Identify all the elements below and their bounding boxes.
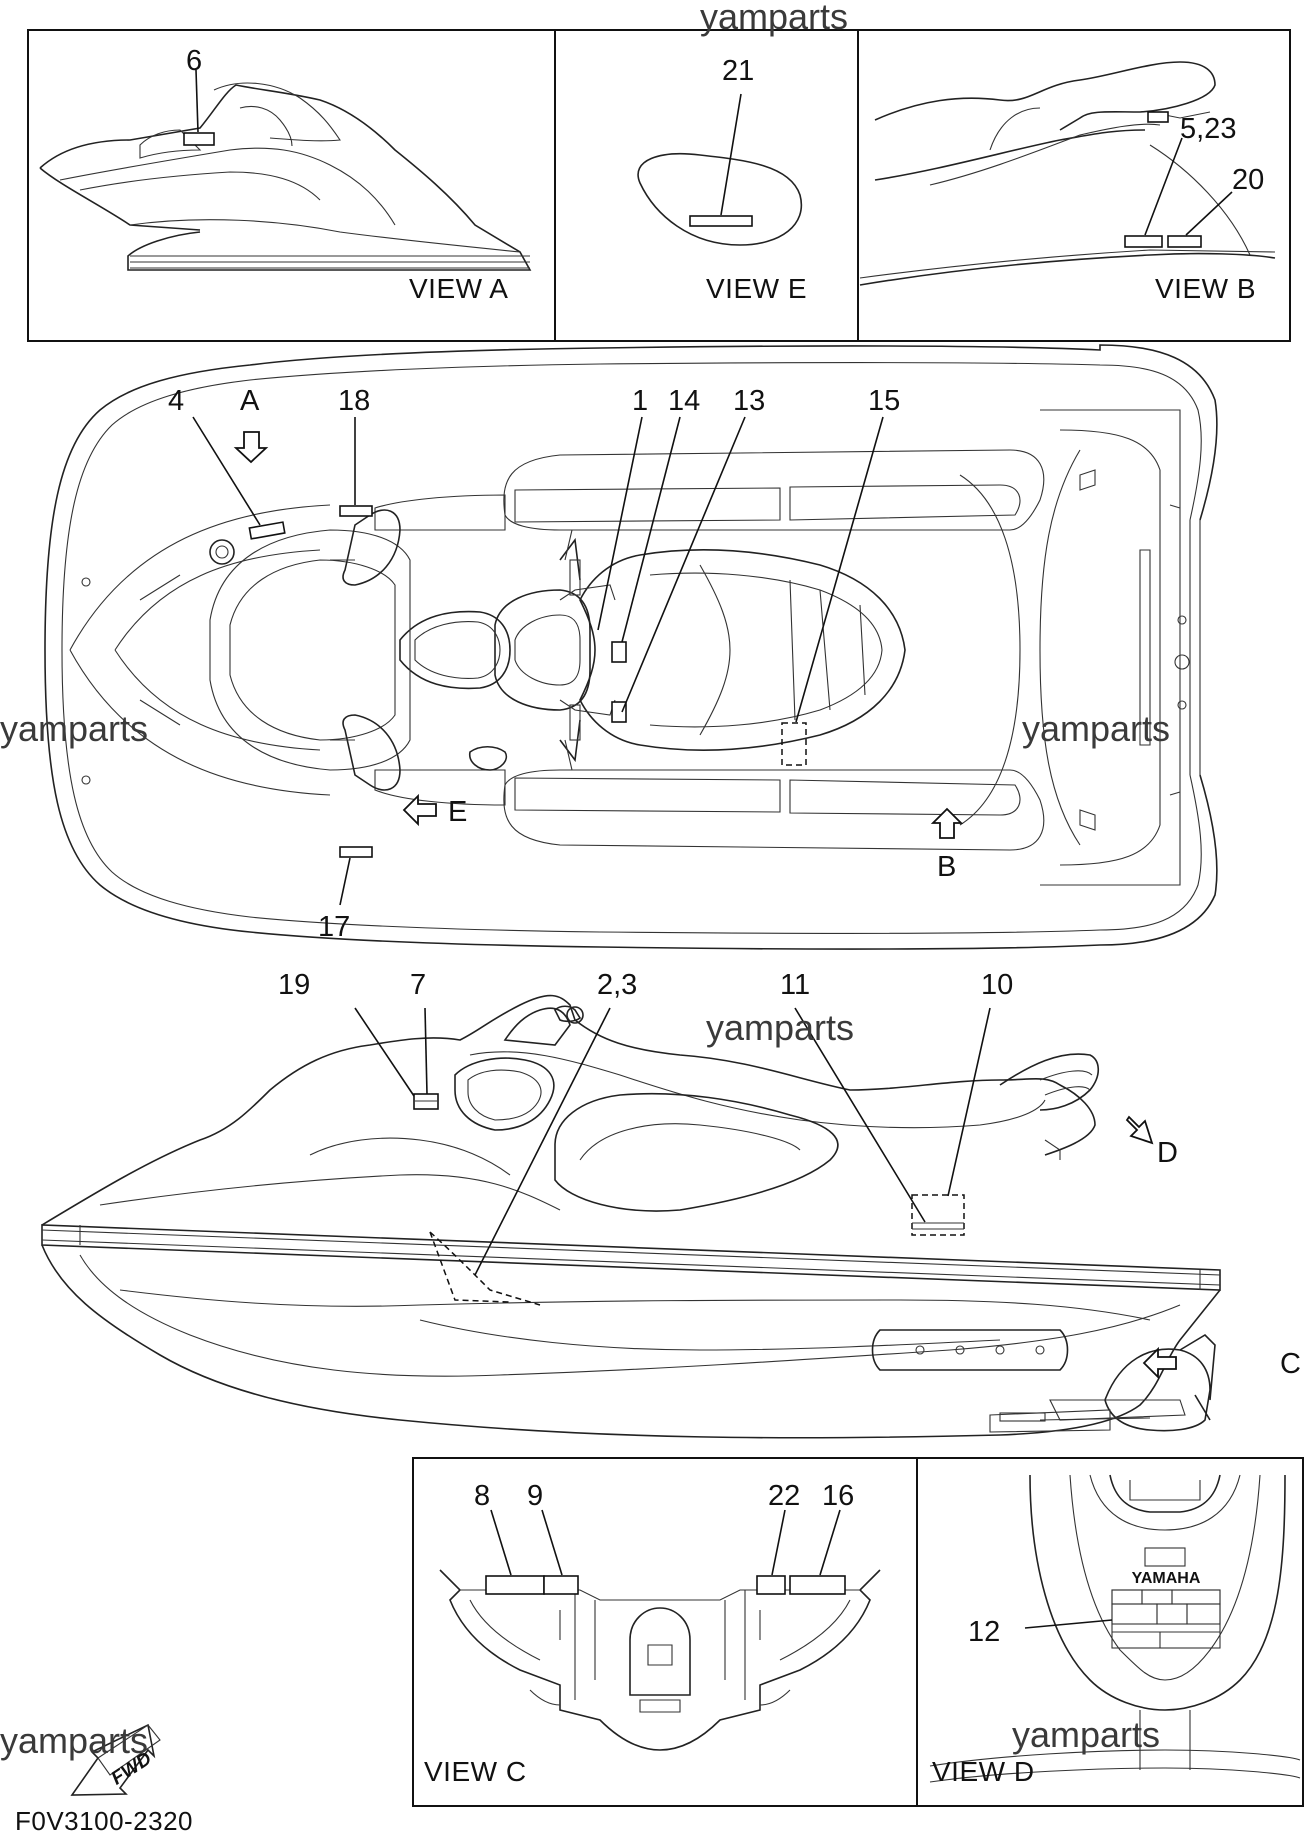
callout-11: 11 — [780, 969, 810, 1001]
watermark: yamparts — [1022, 708, 1170, 749]
view-c-drawing — [439, 1509, 881, 1751]
callout-12: 12 — [968, 1616, 1000, 1648]
view-e-label: VIEW E — [706, 273, 807, 304]
view-b-label: VIEW B — [1155, 273, 1256, 304]
callout-8: 8 — [474, 1480, 490, 1512]
callout-22: 22 — [768, 1480, 800, 1512]
watermark: yamparts — [0, 1720, 148, 1761]
top-views-frame — [27, 29, 1291, 342]
bottom-views-frame — [412, 1457, 1304, 1807]
arrow-letter-b: B — [937, 851, 956, 883]
plan-view-drawing — [44, 344, 1218, 950]
watermark: yamparts — [0, 708, 148, 749]
callout-21: 21 — [722, 55, 754, 87]
view-d-label: VIEW D — [932, 1756, 1035, 1787]
figure-code: F0V3100-2320 — [15, 1806, 193, 1836]
callout-19: 19 — [278, 969, 310, 1001]
view-e-drawing — [637, 93, 803, 246]
arrow-letter-c: C — [1280, 1348, 1301, 1380]
fwd-arrow-icon — [70, 1723, 161, 1796]
watermark: yamparts — [1012, 1714, 1160, 1755]
view-b-drawing — [859, 61, 1276, 286]
watermark: yamparts — [700, 0, 848, 37]
callout-15: 15 — [868, 385, 900, 417]
callout-4: 4 — [168, 385, 184, 417]
watermark: yamparts — [706, 1007, 854, 1048]
callout-16: 16 — [822, 1480, 854, 1512]
callout-20: 20 — [1232, 164, 1264, 196]
view-a-drawing — [39, 69, 532, 271]
callout-13: 13 — [733, 385, 765, 417]
callout-17: 17 — [318, 911, 350, 943]
callout-14: 14 — [668, 385, 700, 417]
arrow-letter-a: A — [240, 385, 260, 417]
arrow-letter-d: D — [1157, 1137, 1178, 1169]
view-c-label: VIEW C — [424, 1756, 527, 1787]
callout-6: 6 — [186, 45, 202, 77]
callout-7: 7 — [410, 969, 426, 1001]
callout-18: 18 — [338, 385, 370, 417]
view-d-drawing — [929, 1474, 1301, 1783]
arrow-letter-e: E — [448, 796, 467, 828]
callout-5-23: 5,23 — [1180, 113, 1236, 145]
side-view-drawing — [41, 994, 1221, 1439]
callout-9: 9 — [527, 1480, 543, 1512]
callout-2-3: 2,3 — [597, 969, 637, 1001]
view-a-label: VIEW A — [409, 273, 508, 304]
callout-1: 1 — [632, 385, 648, 417]
yamaha-logo-text: YAMAHA — [1132, 1570, 1201, 1587]
callout-10: 10 — [981, 969, 1013, 1001]
